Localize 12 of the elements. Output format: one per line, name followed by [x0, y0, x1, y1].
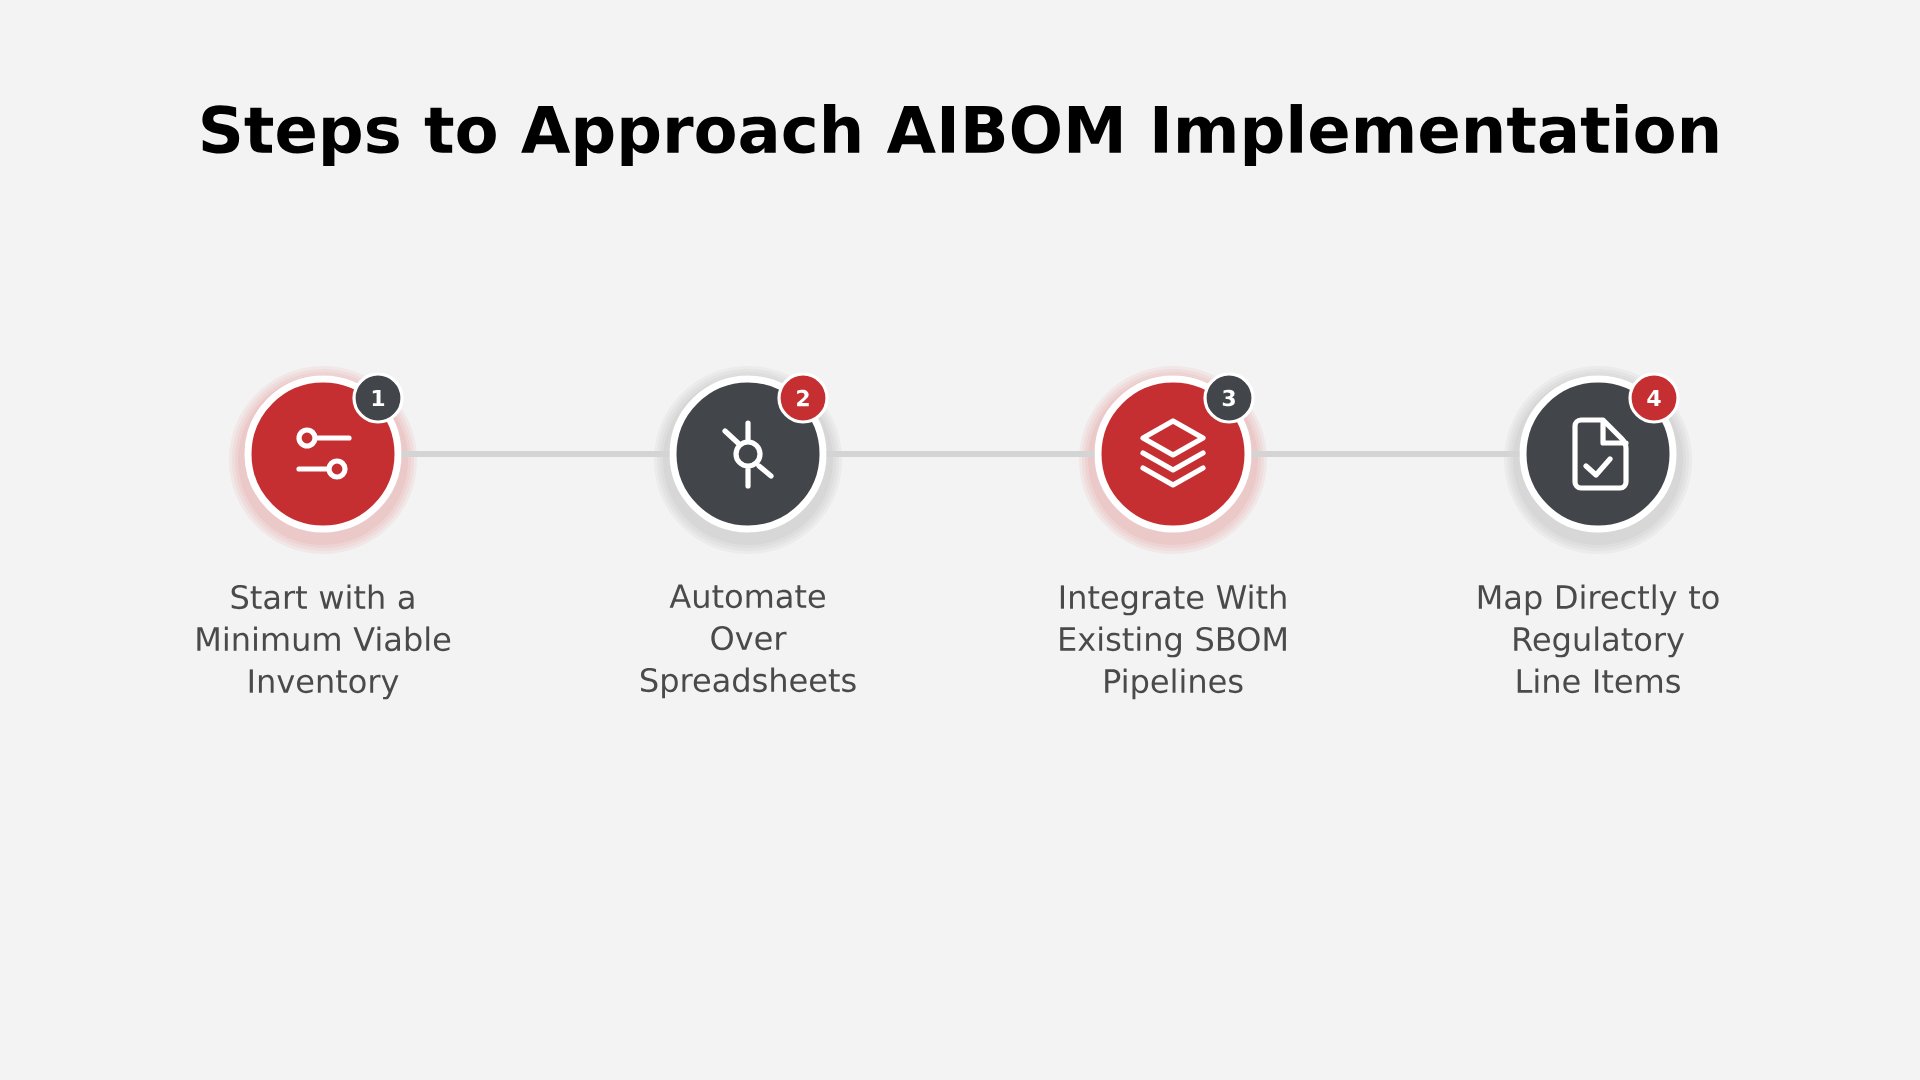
connector-line [1251, 451, 1520, 457]
step-circle [1079, 366, 1267, 554]
step-caption: Automate Over Spreadsheets [641, 584, 856, 699]
step-caption: Start with a Minimum Viable Inventory [197, 584, 451, 700]
step-circle [1504, 366, 1692, 554]
connector-line [401, 451, 670, 457]
step-caption: Map Directly to Regulatory Line Items [1478, 584, 1719, 694]
step-circle [654, 366, 842, 554]
connector-line [826, 451, 1095, 457]
step-circle [229, 366, 417, 554]
title: Steps to Approach AIBOM Implementation [202, 104, 1718, 166]
step-caption: Integrate With Existing SBOM Pipelines [1060, 584, 1286, 700]
